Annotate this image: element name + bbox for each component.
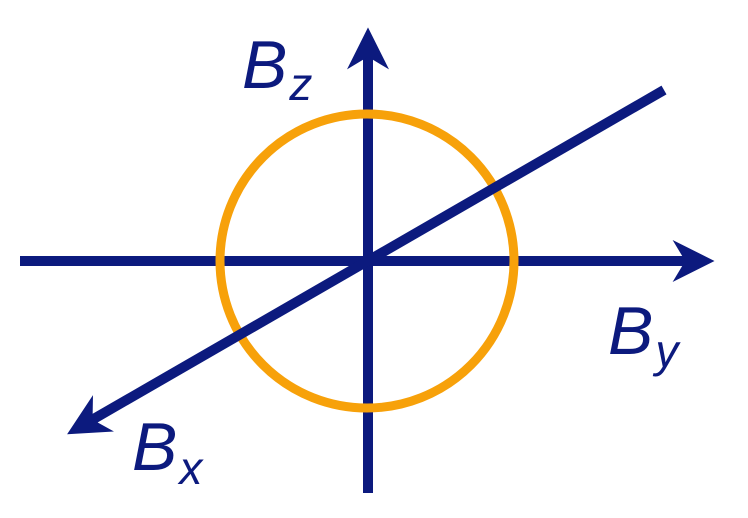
x-axis-label-sub: x [177,442,204,494]
y-axis-label: By [608,293,681,377]
y-axis-label-main: B [608,293,653,369]
x-axis-label: Bx [132,409,204,494]
y-axis-label-sub: y [652,325,681,377]
field-circle [215,109,519,413]
x-axis-label-main: B [132,409,177,485]
z-axis-label-main: B [242,27,287,103]
x-axis-line [67,85,667,435]
z-axis-label: Bz [242,27,312,110]
z-axis-label-sub: z [288,58,312,110]
